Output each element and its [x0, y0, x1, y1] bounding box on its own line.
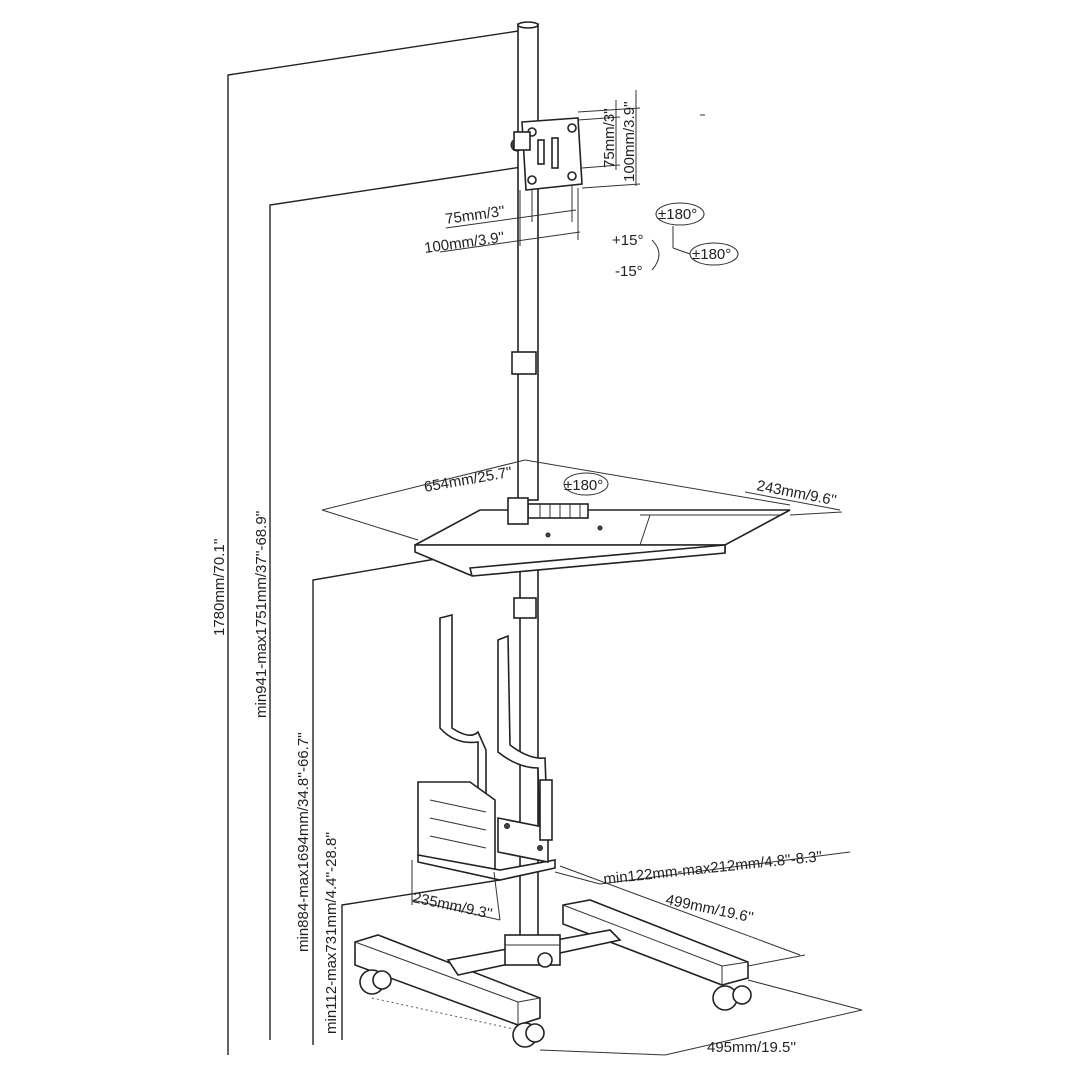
label-shelf-width: 654mm/25.7'' — [423, 464, 514, 496]
wheels — [359, 952, 752, 1048]
rotation-symbol — [651, 202, 739, 271]
label-cpu-holder-depth: 235mm/9.3'' — [411, 889, 494, 922]
label-monitor-height: min941-max1751mm/37''-68.9'' — [253, 510, 270, 718]
label-vesa-75-vertical: 75mm/3'' — [601, 108, 618, 168]
label-total-height: 1780mm/70.1'' — [211, 538, 228, 636]
label-cpu-height: min112-max731mm/4.4''-28.8'' — [323, 832, 340, 1034]
cpu-holder — [417, 613, 556, 881]
base — [354, 899, 749, 1026]
label-shelf-depth: 243mm/9.6'' — [755, 477, 838, 509]
label-tilt-up: +15° — [612, 232, 643, 249]
vesa-dimension-lines — [439, 90, 641, 253]
base-dimension-lines — [371, 865, 863, 1056]
shelf-dimension-lines — [321, 459, 843, 541]
label-swivel: ±180° — [692, 246, 731, 263]
cpu-dimension-lines — [411, 851, 851, 921]
shelf — [414, 497, 791, 577]
vesa-plate — [510, 117, 583, 191]
label-base-width: 495mm/19.5'' — [707, 1039, 796, 1056]
label-shelf-rotate: ±180° — [564, 477, 603, 494]
dimension-frames — [227, 29, 705, 1055]
label-vesa-100-vertical: 100mm/3.9'' — [621, 101, 638, 182]
label-cpu-holder-width: min122mm-max212mm/4.8''-8.3'' — [603, 848, 824, 888]
label-tilt-down: -15° — [615, 263, 643, 280]
label-shelf-height: min884-max1694mm/34.8''-66.7'' — [295, 732, 312, 952]
label-vesa-100-horizontal: 100mm/3.9'' — [423, 229, 505, 257]
label-rotate-top: ±180° — [658, 206, 697, 223]
